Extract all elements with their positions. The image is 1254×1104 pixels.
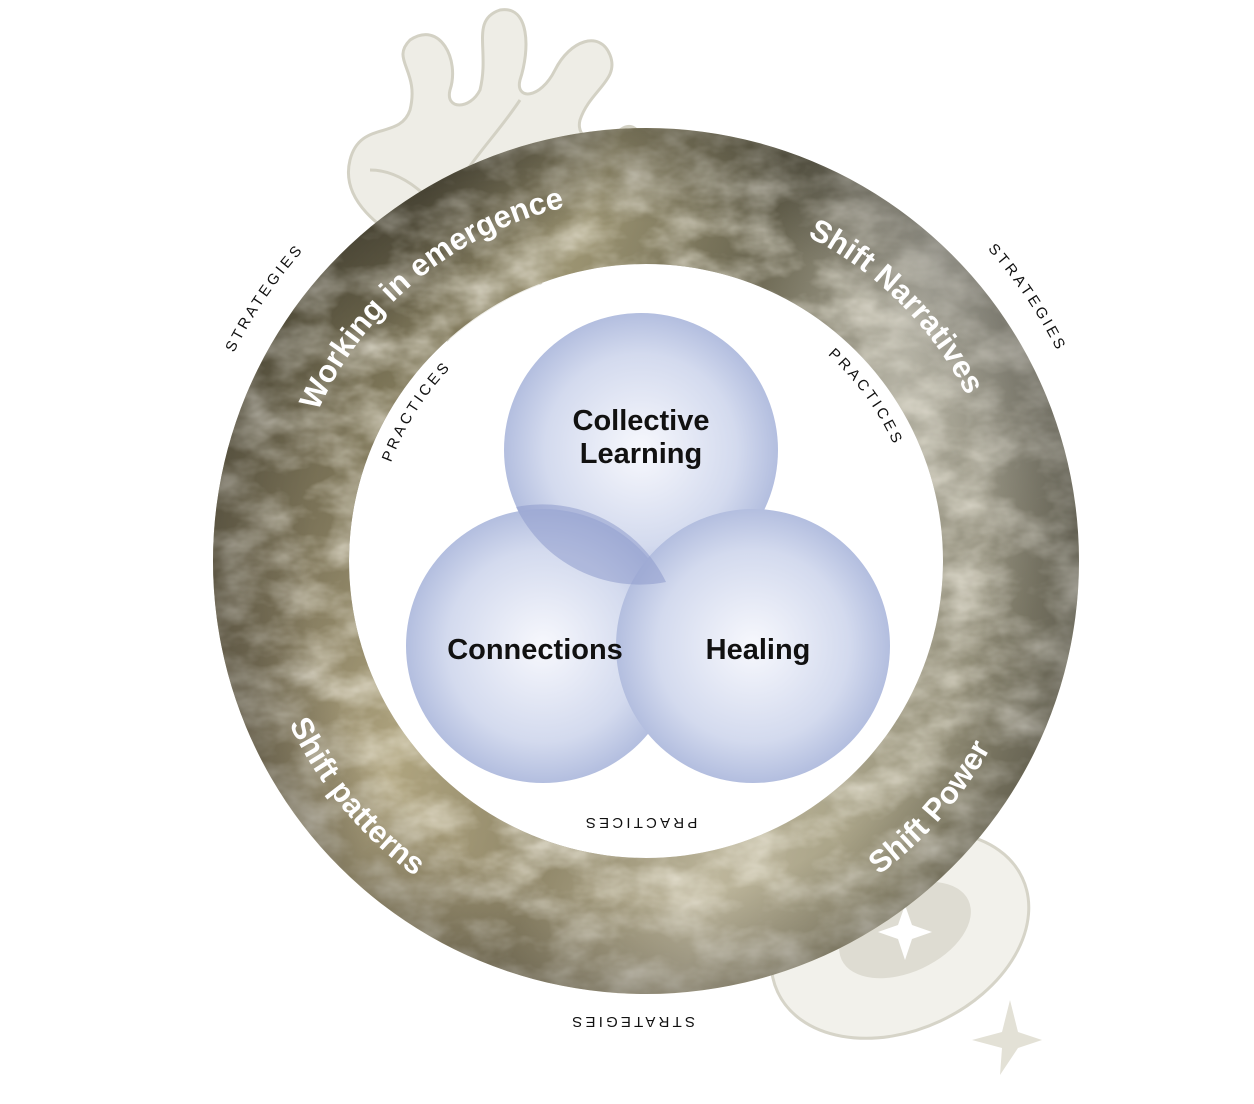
venn-overlap-top-left <box>516 504 666 585</box>
strategies-label-bottom: STRATEGIES <box>569 1013 695 1030</box>
practices-label-bottom: PRACTICES <box>583 814 698 831</box>
venn-label-connections: Connections <box>447 634 623 666</box>
venn-label-healing: Healing <box>706 634 811 666</box>
sparkle-decoration-icon <box>972 1000 1042 1075</box>
venn-label-collective-learning-line1: Collective <box>573 405 710 437</box>
venn-diagram <box>406 313 890 783</box>
venn-label-collective-learning-line2: Learning <box>580 438 702 470</box>
venn-circle-healing <box>616 509 890 783</box>
